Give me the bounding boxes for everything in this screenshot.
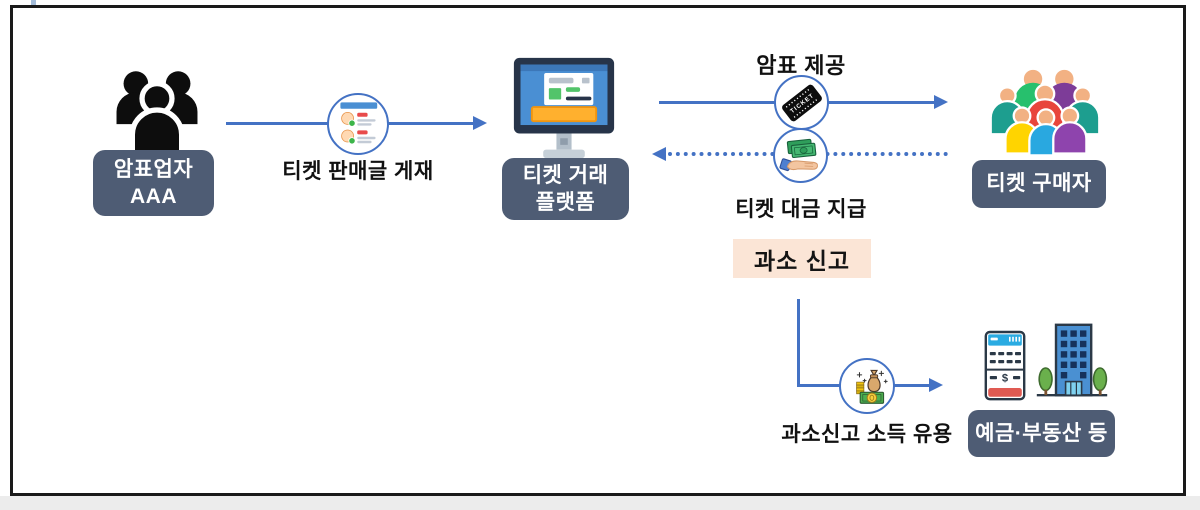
- scalper-node: 암표업자 AAA: [93, 150, 214, 216]
- platform-label-line2: 플랫폼: [535, 191, 596, 214]
- misuse-arrow-head: [929, 378, 943, 392]
- scalper-label-line2: AAA: [130, 185, 177, 208]
- money-hand-badge: [773, 128, 828, 183]
- calculator-dollar-symbol: $: [1002, 373, 1009, 385]
- ticket-badge: TICKET: [774, 75, 829, 130]
- post-step-label: 티켓 판매글 게재: [282, 160, 434, 183]
- assets-label: 예금·부동산 등: [975, 421, 1108, 445]
- buyer-group-icon: [989, 69, 1101, 157]
- platform-node: 티켓 거래 플랫폼: [502, 158, 629, 220]
- underreport-label: 과소 신고: [753, 247, 851, 274]
- scalper-label-line1: 암표업자: [113, 157, 194, 181]
- money-hand-icon: [779, 138, 818, 171]
- calculator-icon: $: [984, 330, 1026, 401]
- money-bag-icon: [855, 369, 888, 404]
- underreport-box: 과소 신고: [733, 239, 871, 278]
- listing-page-icon: [340, 102, 378, 145]
- payment-arrow-head: [652, 147, 666, 161]
- building-icon: [1036, 323, 1108, 397]
- misuse-step-label: 과소신고 소득 유용: [781, 423, 953, 446]
- ticket-icon: TICKET: [781, 84, 822, 121]
- post-arrow-head: [473, 116, 487, 130]
- monitor-icon: [513, 57, 615, 159]
- money-bag-badge: [839, 358, 895, 414]
- scalper-group-icon: [116, 71, 198, 154]
- provide-step-label: 암표 제공: [756, 53, 846, 78]
- buyer-label: 티켓 구매자: [986, 172, 1092, 196]
- platform-label-line1: 티켓 거래: [522, 163, 609, 187]
- assets-node: 예금·부동산 등: [968, 410, 1115, 457]
- provide-arrow-head: [934, 95, 948, 109]
- misuse-line-vertical: [797, 299, 800, 387]
- buyer-node: 티켓 구매자: [972, 160, 1106, 208]
- page-bottom-strip: [0, 496, 1200, 510]
- payment-step-label: 티켓 대금 지급: [735, 198, 867, 221]
- cursor-artifact: [31, 0, 36, 9]
- listing-badge: [327, 93, 389, 155]
